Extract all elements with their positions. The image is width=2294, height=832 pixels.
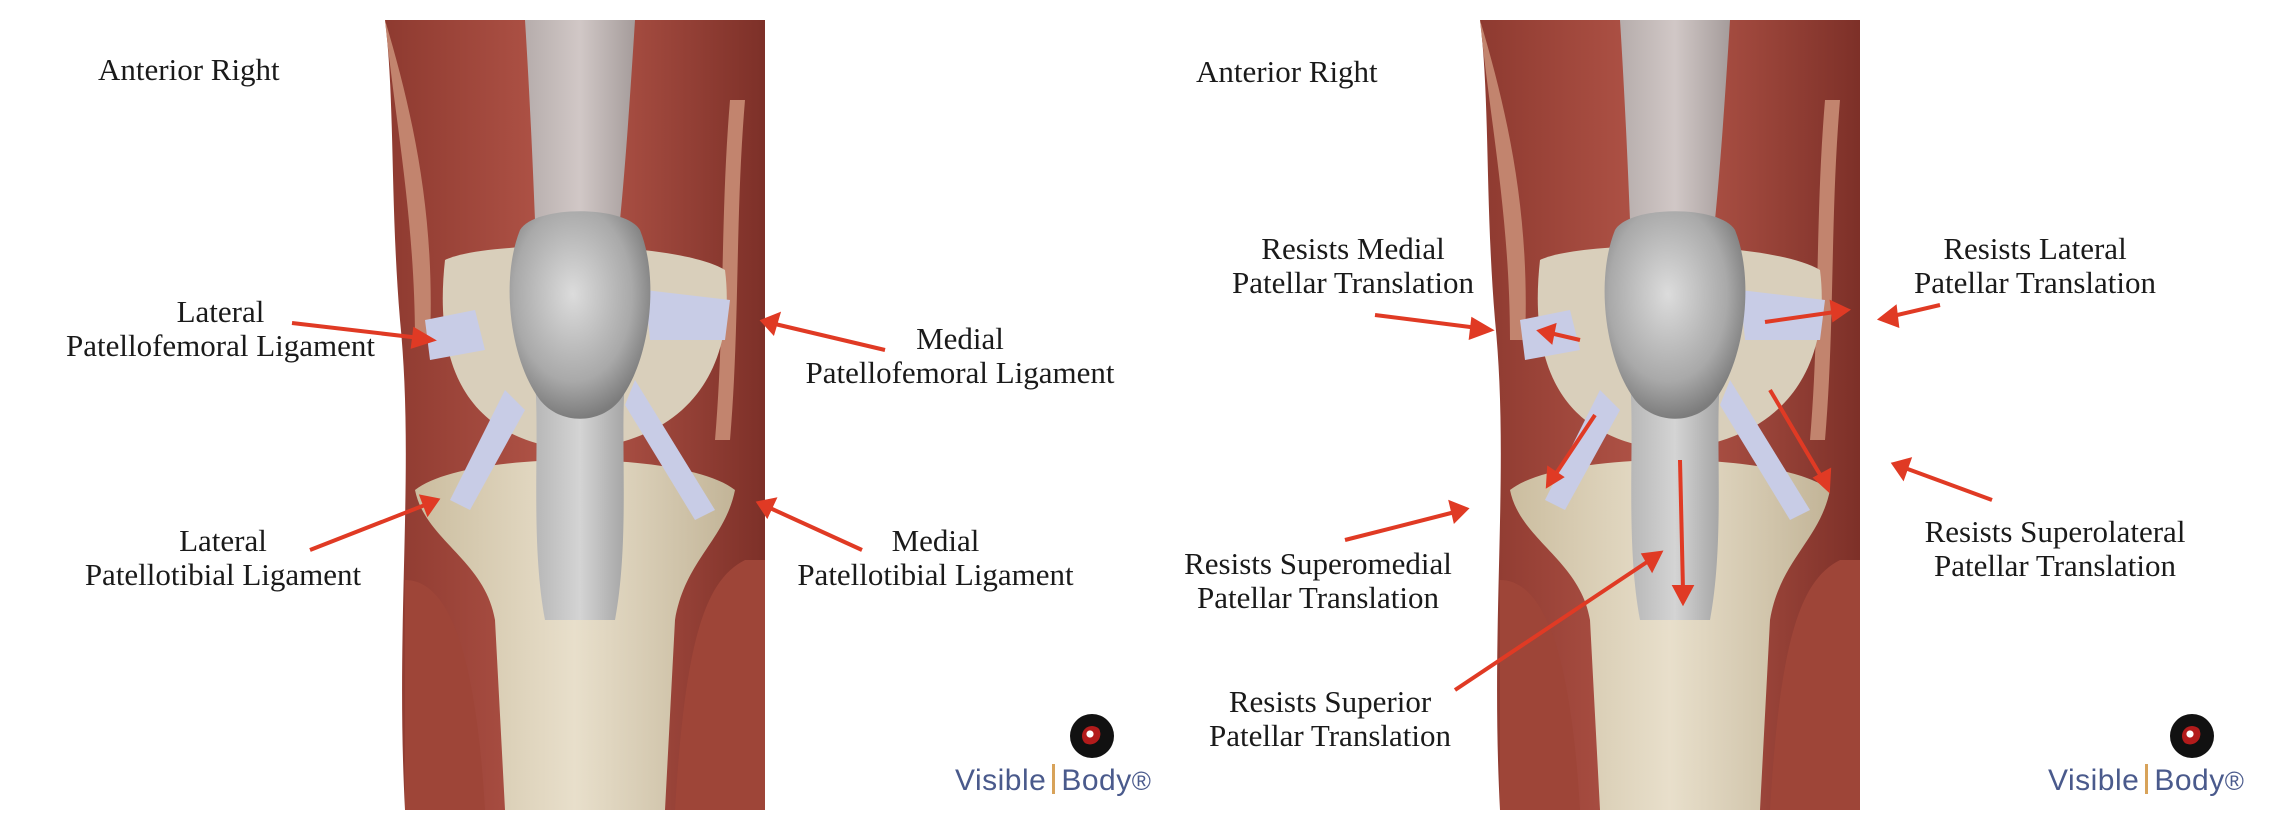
label-line: Patellar Translation [1209, 718, 1451, 753]
brand-separator [1052, 764, 1056, 794]
label-resists-medial: Resists Medial Patellar Translation [1208, 232, 1498, 300]
label-line: Resists Superolateral [1924, 514, 2186, 549]
brand-mark: ® [2224, 766, 2245, 796]
label-line: Resists Superomedial [1184, 546, 1452, 581]
label-line: Patellotibial Ligament [797, 557, 1074, 592]
right-panel: Anterior Right Resists Medial Patellar T… [1100, 0, 2294, 832]
label-line: Resists Superior [1228, 684, 1432, 719]
label-resists-superomedial: Resists Superomedial Patellar Translatio… [1158, 547, 1478, 615]
label-line: Lateral [179, 523, 267, 558]
label-line: Patellar Translation [1934, 548, 2176, 583]
knee-anatomy-illustration [291, 20, 886, 810]
label-resists-superolateral: Resists Superolateral Patellar Translati… [1890, 515, 2220, 583]
label-line: Patellar Translation [1197, 580, 1439, 615]
brand-word-1: Visible [955, 764, 1047, 797]
label-line: Patellotibial Ligament [84, 557, 362, 592]
brand-word-2: Body [1061, 764, 1132, 797]
callout-arrows [291, 311, 886, 552]
label-line: Medial [891, 523, 980, 558]
label-line: Patellofemoral Ligament [805, 355, 1115, 390]
label-resists-superior: Resists Superior Patellar Translation [1180, 685, 1480, 753]
label-resists-lateral: Resists Lateral Patellar Translation [1885, 232, 2185, 300]
brand-word-2: Body [2154, 764, 2225, 797]
label-lateral-patellofemoral-ligament: Lateral Patellofemoral Ligament [48, 295, 393, 363]
label-line: Patellofemoral Ligament [65, 328, 376, 363]
brand-mark: ® [1131, 766, 1152, 796]
label-medial-patellotibial-ligament: Medial Patellotibial Ligament [778, 524, 1093, 592]
brand-wordmark: Visible Body® [955, 764, 1151, 798]
label-line: Lateral [176, 294, 265, 329]
brand-separator [2145, 764, 2149, 794]
label-line: Patellar Translation [1914, 265, 2156, 300]
knee-anatomy-illustration [1344, 20, 1993, 810]
label-line: Patellar Translation [1232, 265, 1474, 300]
view-label: Anterior Right [98, 52, 280, 87]
visible-body-logo-icon [2170, 714, 2214, 758]
brand-wordmark: Visible Body® [2048, 764, 2244, 798]
label-line: Resists Medial [1261, 231, 1445, 266]
callout-arrows [1344, 299, 1993, 692]
visible-body-logo-icon [1070, 714, 1114, 758]
view-label: Anterior Right [1196, 54, 1378, 89]
label-lateral-patellotibial-ligament: Lateral Patellotibial Ligament [68, 524, 378, 592]
label-line: Resists Lateral [1943, 231, 2127, 266]
label-medial-patellofemoral-ligament: Medial Patellofemoral Ligament [785, 322, 1135, 390]
left-panel: Anterior Right Lateral Patellofemoral Li… [48, 20, 1151, 810]
label-line: Medial [916, 321, 1004, 356]
brand-word-1: Visible [2048, 764, 2140, 797]
